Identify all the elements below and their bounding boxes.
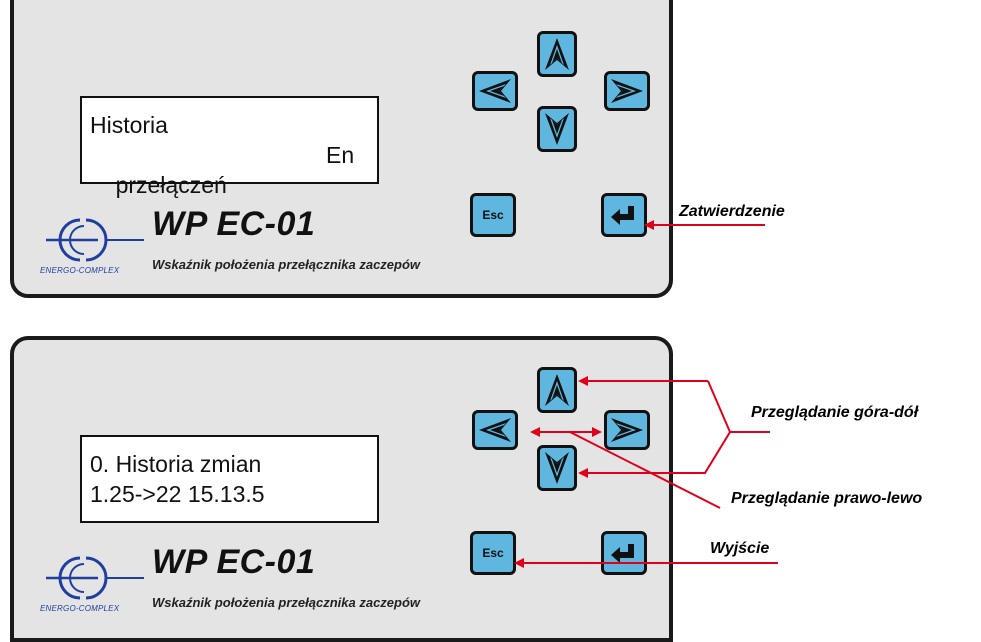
left-button-bottom[interactable] <box>472 410 518 450</box>
arrow-up-icon <box>545 38 569 70</box>
arrow-up-icon <box>545 374 569 406</box>
up-button-bottom[interactable] <box>537 367 577 413</box>
energo-complex-logo <box>46 218 144 262</box>
down-button-bottom[interactable] <box>537 445 577 491</box>
lcd-display-bottom: 0. Historia zmian 1.25->22 15.13.5 <box>80 435 379 523</box>
lcd-language: En <box>326 142 355 168</box>
lcd-line-2-text: przełączeń <box>115 172 227 198</box>
device-subtitle: Wskaźnik położenia przełącznika zaczepów <box>152 595 421 610</box>
lcd-line-1: 0. Historia zmian <box>90 451 262 477</box>
label-browse-left-right: Przeglądanie prawo-lewo <box>731 490 923 507</box>
down-button-top[interactable] <box>537 106 577 152</box>
right-button-top[interactable] <box>604 71 650 111</box>
enter-button-bottom[interactable] <box>601 531 647 575</box>
lcd-display-top: Historia przełączeń En <box>80 96 379 198</box>
arrow-right-icon <box>611 418 643 442</box>
arrow-down-icon <box>545 452 569 484</box>
esc-button-top[interactable]: Esc <box>470 193 516 237</box>
esc-label: Esc <box>482 208 504 222</box>
up-button-top[interactable] <box>537 31 577 77</box>
lcd-line-2: przełączeń En <box>90 140 377 198</box>
left-button-top[interactable] <box>472 71 518 111</box>
arrow-left-icon <box>479 79 511 103</box>
device-subtitle: Wskaźnik położenia przełącznika zaczepów <box>152 257 421 272</box>
label-confirm: Zatwierdzenie <box>679 203 785 220</box>
enter-icon <box>611 544 634 563</box>
energo-complex-logo <box>46 556 144 600</box>
model-name: WP EC-01 <box>152 205 316 243</box>
right-button-bottom[interactable] <box>604 410 650 450</box>
logo-text: ENERGO-COMPLEX <box>40 604 120 613</box>
label-browse-up-down: Przeglądanie góra-dół <box>751 404 919 421</box>
logo-text: ENERGO-COMPLEX <box>40 266 120 275</box>
arrow-left-icon <box>479 418 511 442</box>
enter-icon <box>611 206 634 225</box>
enter-button-top[interactable] <box>601 193 647 237</box>
lcd-line-1: Historia <box>90 112 168 138</box>
arrow-right-icon <box>611 79 643 103</box>
label-exit: Wyjście <box>710 540 770 557</box>
esc-button-bottom[interactable]: Esc <box>470 531 516 575</box>
model-name: WP EC-01 <box>152 543 316 581</box>
esc-label: Esc <box>482 546 504 560</box>
arrow-down <box>578 380 732 478</box>
arrow-down-icon <box>545 113 569 145</box>
lcd-line-2: 1.25->22 15.13.5 <box>90 481 265 507</box>
arrow-left-right-stem <box>569 431 721 509</box>
